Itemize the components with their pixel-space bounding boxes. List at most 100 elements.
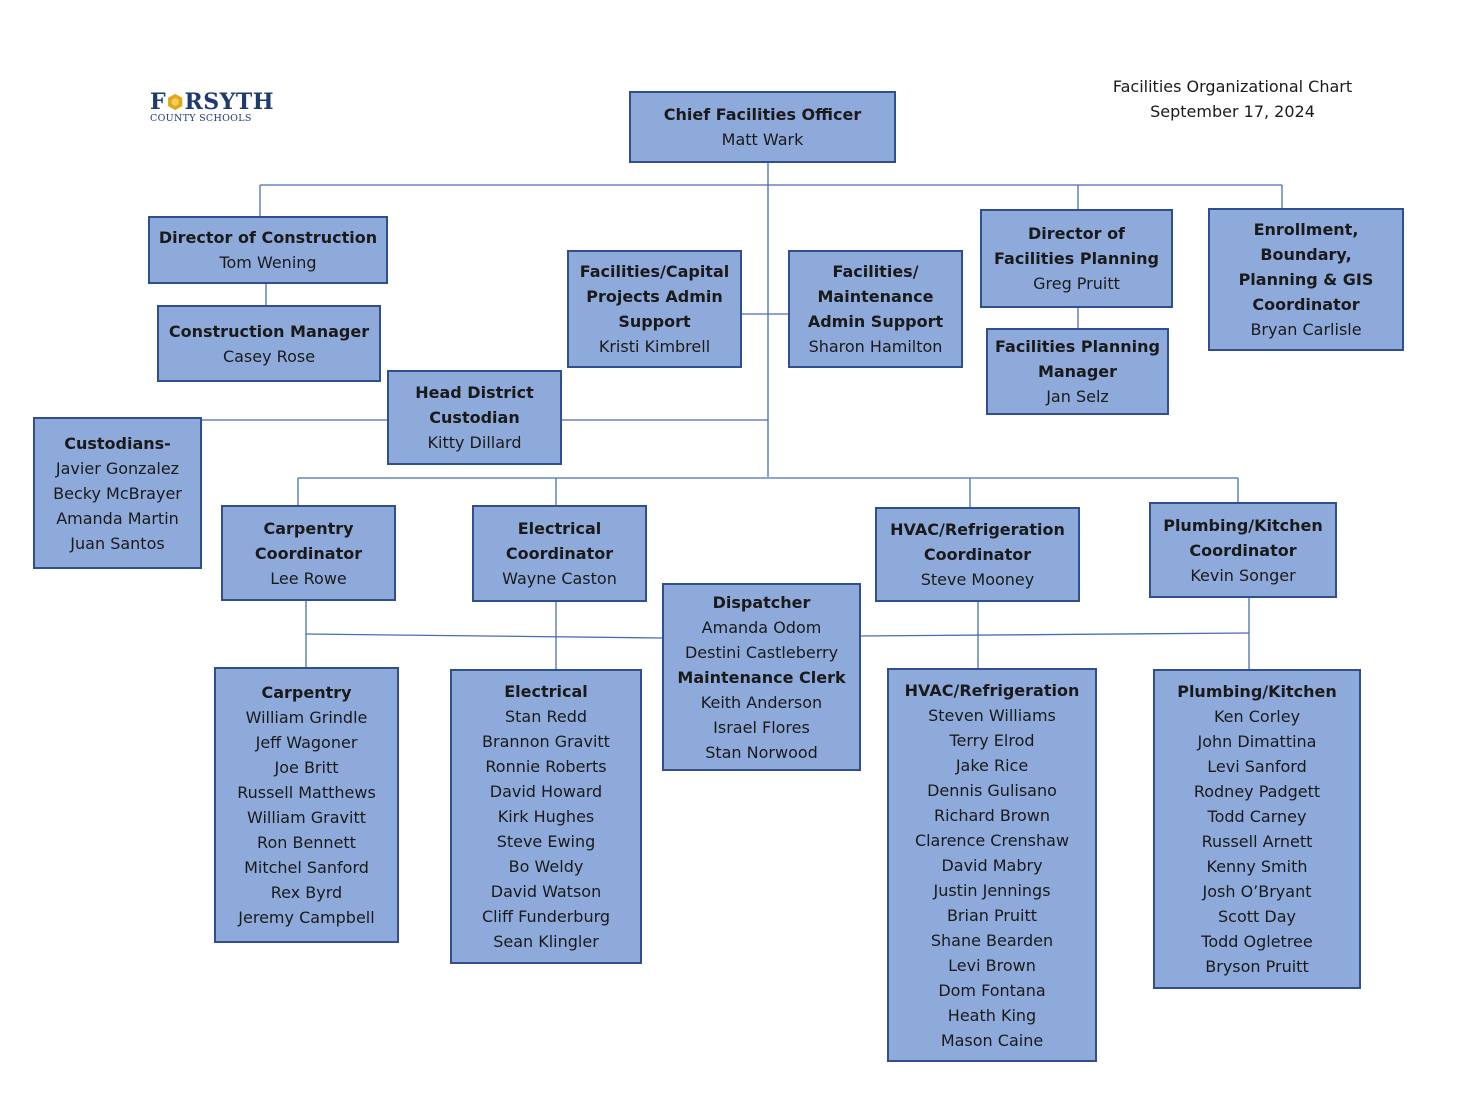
person-name: Kitty Dillard (427, 433, 522, 452)
node-title-line: Facilities Planning (995, 337, 1160, 356)
person-name: Rodney Padgett (1193, 782, 1321, 801)
node-title-line: Carpentry (261, 683, 352, 702)
person-name: David Watson (490, 882, 602, 901)
person-name: David Mabry (941, 855, 1043, 875)
person-name: Casey Rose (222, 346, 316, 366)
person-name: Richard Brown (933, 805, 1051, 825)
person-name: Kenny Smith (1206, 857, 1308, 876)
node-title-line: Custodians- (64, 433, 171, 453)
person-name: Dennis Gulisano (927, 780, 1057, 800)
person-name: Jeremy Campbell (238, 908, 375, 927)
node-title-line: Admin Support (807, 312, 944, 331)
person-name: Sharon Hamilton (808, 337, 943, 356)
node-title-line: Chief Facilities Officer (663, 105, 862, 124)
person-name: William Grindle (245, 708, 368, 727)
person-name: Tom Wening (219, 253, 317, 272)
person-name: Stan Norwood (705, 742, 818, 762)
person-name: Steve Ewing (496, 832, 596, 851)
node-title-line: Coordinator (254, 543, 363, 563)
node-title-line: Coordinator (1252, 295, 1360, 314)
person-name: Becky McBrayer (53, 483, 182, 503)
person-name: Mitchel Sanford (244, 858, 369, 877)
person-name: Heath King (947, 1005, 1037, 1025)
person-name: Bo Weldy (508, 857, 584, 876)
person-name: Amanda Odom (701, 617, 822, 637)
node-title-line: Facilities/Capital (579, 262, 730, 281)
node-title-line: Enrollment, (1253, 220, 1359, 239)
node-title-line: Coordinator (1189, 540, 1297, 560)
person-name: Ron Bennett (257, 833, 356, 852)
person-name: Russell Arnett (1201, 832, 1313, 851)
person-name: Russell Matthews (237, 783, 376, 802)
person-name: Kristi Kimbrell (598, 337, 711, 356)
person-name: Javier Gonzalez (55, 458, 180, 478)
node-title-line: Facilities/ (832, 262, 919, 281)
person-name: Shane Bearden (930, 930, 1054, 950)
person-name: Destini Castleberry (684, 642, 839, 662)
person-name: Juan Santos (70, 533, 165, 553)
person-name: Josh O’Bryant (1202, 882, 1312, 901)
person-name: Jan Selz (1046, 387, 1109, 406)
node-title-line: Plumbing/Kitchen (1163, 515, 1323, 535)
person-name: Dom Fontana (938, 980, 1046, 1000)
person-name: Kevin Songer (1190, 565, 1296, 585)
person-name: Jeff Wagoner (255, 733, 358, 752)
forsyth-county-schools-logo: F RSYTH COUNTY SCHOOLS (150, 90, 274, 130)
person-name: Greg Pruitt (1033, 274, 1120, 293)
node-title-line: Electrical (517, 519, 602, 538)
node-title-line: Electrical (504, 682, 588, 701)
person-name: John Dimattina (1197, 732, 1317, 751)
person-name: Keith Anderson (700, 692, 823, 712)
node-title-line: Facilities Planning (994, 249, 1159, 268)
person-name: Ronnie Roberts (485, 757, 607, 776)
person-name: Terry Elrod (949, 730, 1035, 750)
person-name: Cliff Funderburg (481, 907, 611, 926)
person-name: Israel Flores (713, 717, 810, 737)
logo-text-post: RSYTH (184, 89, 274, 115)
person-name: Justin Jennings (933, 880, 1051, 900)
logo-subtitle: COUNTY SCHOOLS (150, 113, 252, 124)
person-name: Rex Byrd (270, 883, 343, 902)
chart-title: Facilities Organizational Chart (1112, 77, 1353, 96)
node-title-line: Coordinator (505, 544, 614, 563)
person-name: Amanda Martin (56, 508, 179, 528)
chart-date: September 17, 2024 (1150, 102, 1315, 121)
person-name: Clarence Crenshaw (914, 830, 1070, 850)
node-title-line: Maintenance (817, 287, 934, 306)
node-title-line: Boundary, (1260, 245, 1352, 264)
logo-text-pre: F (150, 89, 167, 115)
node-title-line: Dispatcher (712, 592, 811, 612)
node-title-line: Construction Manager (168, 321, 370, 341)
person-name: Joe Britt (274, 758, 339, 777)
node-title-line: Coordinator (923, 545, 1032, 564)
person-name: Brannon Gravitt (482, 732, 610, 751)
node-title-line: HVAC/Refrigeration (890, 520, 1065, 539)
node-title-line: Head District (415, 383, 534, 402)
person-name: Wayne Caston (502, 569, 617, 588)
person-name: William Gravitt (247, 808, 366, 827)
person-name: David Howard (489, 782, 603, 801)
chart-header: Facilities Organizational Chart Septembe… (1090, 74, 1375, 124)
node-title-line: Manager (1037, 362, 1118, 381)
node-subtitle: Maintenance Clerk (677, 667, 846, 687)
node-title-line: Director of Construction (158, 228, 378, 247)
person-name: Stan Redd (504, 707, 587, 726)
person-name: Levi Brown (948, 955, 1036, 975)
node-title-line: Plumbing/Kitchen (1177, 682, 1337, 701)
